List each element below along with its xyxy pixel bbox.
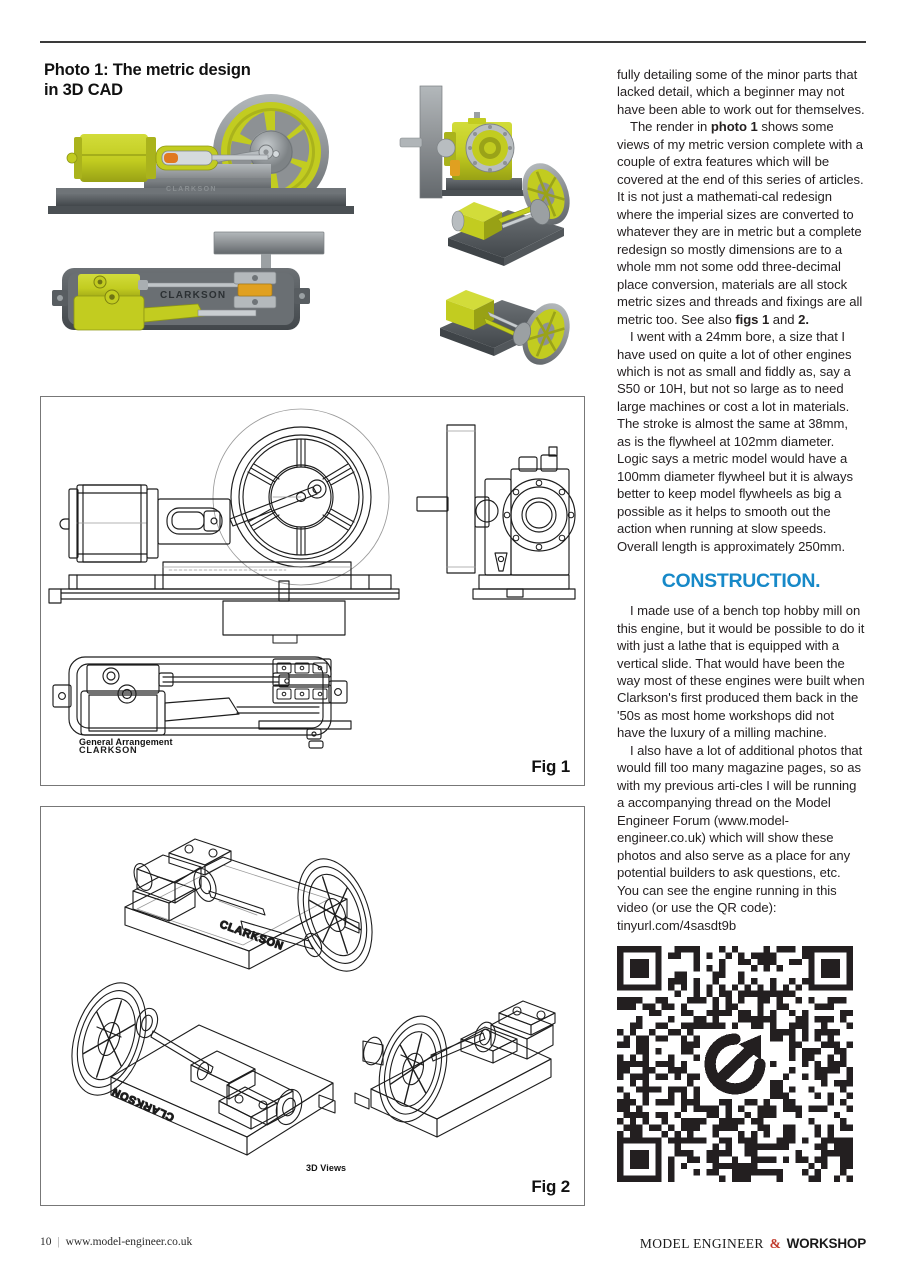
iso-view-1: CLARKSON <box>124 838 373 972</box>
engine-brand-text-b: CLARKSON <box>160 290 226 301</box>
article-run: fully detailing some of the minor parts … <box>617 67 865 117</box>
masthead-subtitle: WORKSHOP <box>786 1236 867 1251</box>
article-run: I also have a lot of additional photos t… <box>617 742 863 933</box>
article-paragraph: The render in photo 1 shows some views o… <box>617 118 865 328</box>
engine-brand-text-a: CLARKSON <box>166 186 217 193</box>
ga-plan-view <box>52 580 352 749</box>
figure-1-drawings: CLARKSON <box>48 408 576 755</box>
figure-2-subcaption: 3D Views <box>306 1163 347 1173</box>
article-run: I made use of a bench top hobby mill on … <box>617 603 865 741</box>
circular-arrow-logo-icon <box>699 1028 771 1100</box>
figure-1-subcaption: General Arrangement <box>79 737 173 747</box>
page-footer: 10 | www.model-engineer.co.uk MODEL ENGI… <box>40 1236 866 1256</box>
footer-page-info: 10 | www.model-engineer.co.uk <box>40 1236 192 1248</box>
article-column: fully detailing some of the minor parts … <box>617 66 865 1183</box>
render-side-elevation: CLARKSON <box>48 94 354 214</box>
footer-website[interactable]: www.model-engineer.co.uk <box>65 1236 193 1248</box>
article-run: and <box>769 311 799 327</box>
article-emphasis: figs 1 <box>735 311 770 327</box>
render-end-elevation <box>399 85 526 199</box>
qr-code[interactable] <box>617 946 853 1183</box>
figure-2-drawings: CLARKSON <box>71 838 556 1156</box>
masthead-ampersand: & <box>769 1236 781 1251</box>
figure-1-box: CLARKSON General Arrangement Fig 1 <box>40 396 585 786</box>
left-column: Photo 1: The metric design in 3D CAD <box>40 56 585 381</box>
render-isometric-1 <box>448 163 570 266</box>
page-number: 10 <box>40 1236 52 1248</box>
article-body-bottom: I made use of a bench top hobby mill on … <box>617 602 865 934</box>
article-emphasis: photo 1 <box>710 119 758 135</box>
photo-1-caption: Photo 1: The metric design in 3D CAD <box>44 61 251 99</box>
article-run: shows some views of my metric version co… <box>617 119 864 327</box>
article-paragraph: I also have a lot of additional photos t… <box>617 742 865 934</box>
footer-separator: | <box>57 1236 60 1248</box>
ga-side-elevation <box>48 408 400 604</box>
section-heading-construction: CONSTRUCTION. <box>661 570 821 593</box>
photo-1-renders: CLARKSON <box>48 85 570 365</box>
qr-code-graphic[interactable] <box>617 946 853 1183</box>
render-isometric-2 <box>440 290 570 365</box>
masthead-title: MODEL ENGINEER <box>639 1236 764 1251</box>
photo-1-block: Photo 1: The metric design in 3D CAD <box>40 56 585 381</box>
iso-view-2: CLARKSON <box>71 982 336 1156</box>
figure-2-box: CLARKSON <box>40 806 585 1206</box>
top-divider-rule <box>40 41 866 43</box>
article-paragraph: I made use of a bench top hobby mill on … <box>617 602 865 742</box>
render-plan-view: CLARKSON <box>52 231 325 331</box>
figure-2-label: Fig 2 <box>531 1177 570 1196</box>
article-paragraph: fully detailing some of the minor parts … <box>617 66 865 118</box>
masthead: MODEL ENGINEER & WORKSHOP <box>640 1236 866 1252</box>
figure-1-label: Fig 1 <box>531 757 570 776</box>
ga-end-elevation <box>416 424 576 600</box>
article-run: The render in <box>630 119 711 135</box>
ga-brand-text: CLARKSON <box>79 745 137 755</box>
article-paragraph: I went with a 24mm bore, a size that I h… <box>617 328 865 555</box>
iso-view-3 <box>354 1000 556 1138</box>
article-body-top: fully detailing some of the minor parts … <box>617 66 865 555</box>
article-run: I went with a 24mm bore, a size that I h… <box>617 329 853 554</box>
article-emphasis: 2. <box>798 311 809 327</box>
